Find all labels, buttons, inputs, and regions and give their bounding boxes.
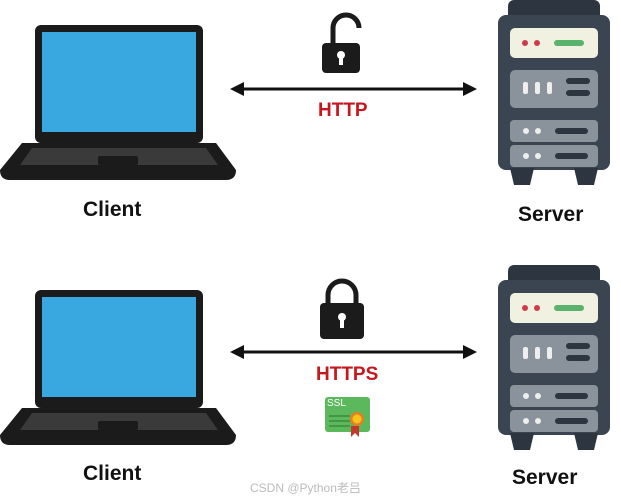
- server-icon: [498, 265, 610, 450]
- connection-arrow: [230, 345, 477, 359]
- locked-padlock-icon: [320, 278, 364, 339]
- watermark: CSDN @Python老吕: [250, 481, 361, 495]
- certificate-label: SSL: [327, 398, 346, 409]
- protocol-label: HTTPS: [316, 364, 379, 385]
- connection-arrow: [230, 82, 477, 96]
- client-label: Client: [83, 462, 142, 485]
- protocol-label: HTTP: [318, 100, 368, 121]
- unlocked-padlock-icon: [322, 12, 362, 73]
- client-laptop-icon: [0, 290, 236, 445]
- client-laptop-icon: [0, 25, 236, 180]
- ssl-certificate-icon: [325, 397, 370, 437]
- server-label: Server: [518, 203, 584, 226]
- server-icon: [498, 0, 610, 185]
- client-label: Client: [83, 198, 142, 221]
- server-label: Server: [512, 466, 578, 489]
